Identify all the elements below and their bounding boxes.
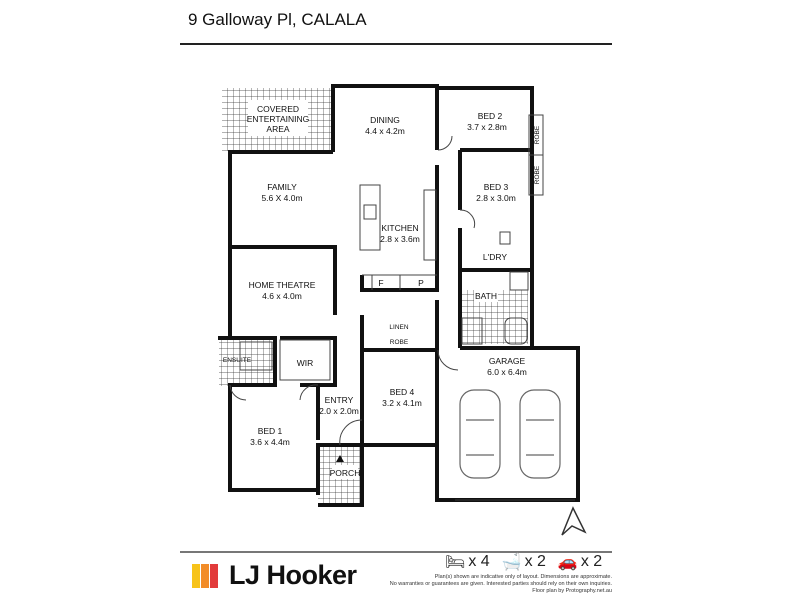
bed-icon: 🛏 xyxy=(445,554,466,571)
room-label-bath: BATH xyxy=(475,291,497,301)
room-label-robe: ROBE xyxy=(534,125,541,144)
room-label-dining: DINING xyxy=(370,115,400,125)
property-features: 🛏x 4 🛁x 2 🚗x 2 xyxy=(433,552,602,572)
room-label-home-theatre: HOME THEATRE xyxy=(249,280,316,290)
room-label-robe: ROBE xyxy=(390,339,409,346)
header-divider xyxy=(180,43,612,45)
room-label-ensuite: ENSUITE xyxy=(223,357,252,364)
room-size-bed1: 3.6 x 4.4m xyxy=(250,437,290,447)
room-label-kitchen: KITCHEN xyxy=(381,223,418,233)
room-label-linen: LINEN xyxy=(389,324,408,331)
label-pantry: P xyxy=(418,278,424,288)
footer-divider xyxy=(180,551,612,553)
room-size-kitchen: 2.8 x 3.6m xyxy=(380,234,420,244)
room-label-wir: WIR xyxy=(297,358,314,368)
north-arrow-icon xyxy=(561,506,587,536)
room-label-garage: GARAGE xyxy=(489,356,526,366)
bed-count: x 4 xyxy=(468,553,490,570)
disclaimer-line: Plan(s) shown are indicative only of lay… xyxy=(434,574,612,580)
car-icons xyxy=(459,389,561,479)
fixtures xyxy=(229,114,575,501)
room-label-covered: COVERED xyxy=(257,104,299,114)
ensuite-tiles xyxy=(219,340,275,386)
room-size-bed2: 3.7 x 2.8m xyxy=(467,122,507,132)
room-label-bed3: BED 3 xyxy=(484,182,509,192)
room-label-covered: AREA xyxy=(266,124,289,134)
room-label-bed2: BED 2 xyxy=(478,111,503,121)
room-label-robe: ROBE xyxy=(534,165,541,184)
property-address: 9 Galloway Pl, CALALA xyxy=(188,10,367,29)
room-size-family: 5.6 X 4.0m xyxy=(261,193,302,203)
room-size-dining: 4.4 x 4.2m xyxy=(365,126,405,136)
entry-arrow-icon xyxy=(336,455,344,462)
walls xyxy=(218,84,580,507)
room-label-porch: PORCH xyxy=(330,468,361,478)
room-size-garage: 6.0 x 6.4m xyxy=(487,367,527,377)
room-label-bed1: BED 1 xyxy=(258,426,283,436)
room-label-laundry: L'DRY xyxy=(483,252,507,262)
room-label-family: FAMILY xyxy=(267,182,297,192)
disclaimer-line: No warranties or guarantees are given. I… xyxy=(389,581,612,587)
lj-hooker-logo: LJ Hooker xyxy=(192,560,357,591)
room-label-covered: ENTERTAINING xyxy=(247,114,310,124)
disclaimer-line: Floor plan by Protography.net.au xyxy=(532,588,612,594)
label-fridge: F xyxy=(378,278,383,288)
room-size-bed3: 2.8 x 3.0m xyxy=(476,193,516,203)
car-count: x 2 xyxy=(580,553,603,570)
brand-name: LJ Hooker xyxy=(229,560,357,590)
bath-count: x 2 xyxy=(524,553,546,570)
room-label-entry: ENTRY xyxy=(325,395,354,405)
room-size-entry: 2.0 x 2.0m xyxy=(319,406,359,416)
car-icon: 🚗 xyxy=(557,554,578,571)
room-label-bed4: BED 4 xyxy=(390,387,415,397)
disclaimer: Plan(s) shown are indicative only of lay… xyxy=(352,574,612,595)
bath-icon: 🛁 xyxy=(501,554,522,571)
room-size-home-theatre: 4.6 x 4.0m xyxy=(262,291,302,301)
room-size-bed4: 3.2 x 4.1m xyxy=(382,398,422,408)
